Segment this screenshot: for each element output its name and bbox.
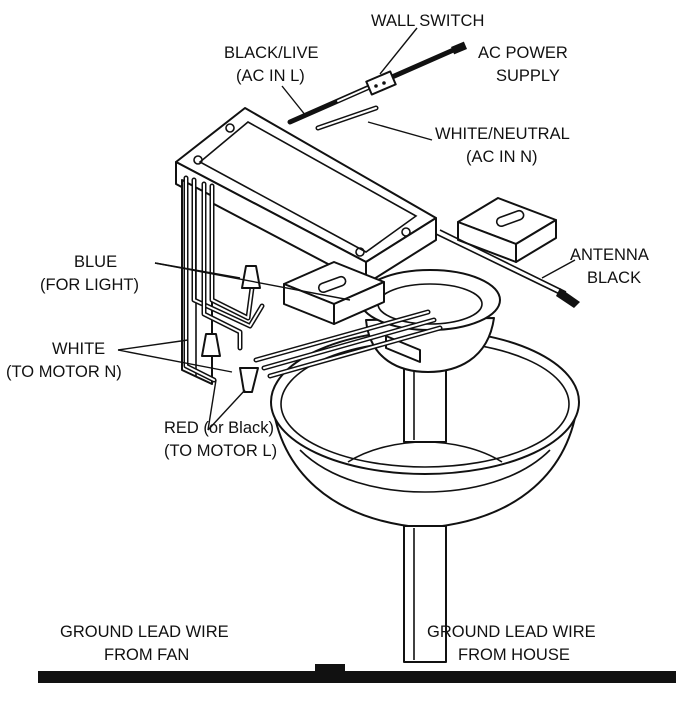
label-for-light: (FOR LIGHT) [40,276,139,294]
label-white-neutral: WHITE/NEUTRAL [435,125,570,143]
wire-nut-white [201,333,221,357]
label-to-motor-l: (TO MOTOR L) [164,442,277,460]
downrod-tube [403,359,447,663]
label-antenna: ANTENNA [570,246,649,264]
label-ground-fan: GROUND LEAD WIRE [60,623,229,641]
right-bracket [457,197,557,263]
wall-switch-symbol [365,70,397,96]
label-supply: SUPPLY [496,67,560,85]
label-red-or-black: RED (or Black) [164,419,274,437]
label-white: WHITE [52,340,105,358]
ground-bar [38,664,676,683]
wire-nut-red [239,367,259,393]
label-from-fan: FROM FAN [104,646,189,664]
power-plug [450,41,468,55]
antenna-wire [435,229,580,308]
label-to-motor-n: (TO MOTOR N) [6,363,122,381]
label-ac-in-n: (AC IN N) [466,148,538,166]
leader-lines [117,27,576,431]
label-from-house: FROM HOUSE [458,646,570,664]
label-black-live: BLACK/LIVE [224,44,318,62]
label-ac-in-l: (AC IN L) [236,67,305,85]
label-blue: BLUE [74,253,117,271]
receiver-leads [183,175,265,383]
wire-nut-blue [241,265,261,289]
fan-leads [253,309,443,379]
label-ground-house: GROUND LEAD WIRE [427,623,596,641]
label-ac-power: AC POWER [478,44,568,62]
left-bracket [283,261,385,325]
label-wall-switch: WALL SWITCH [371,12,484,30]
label-antenna-black: BLACK [587,269,641,287]
